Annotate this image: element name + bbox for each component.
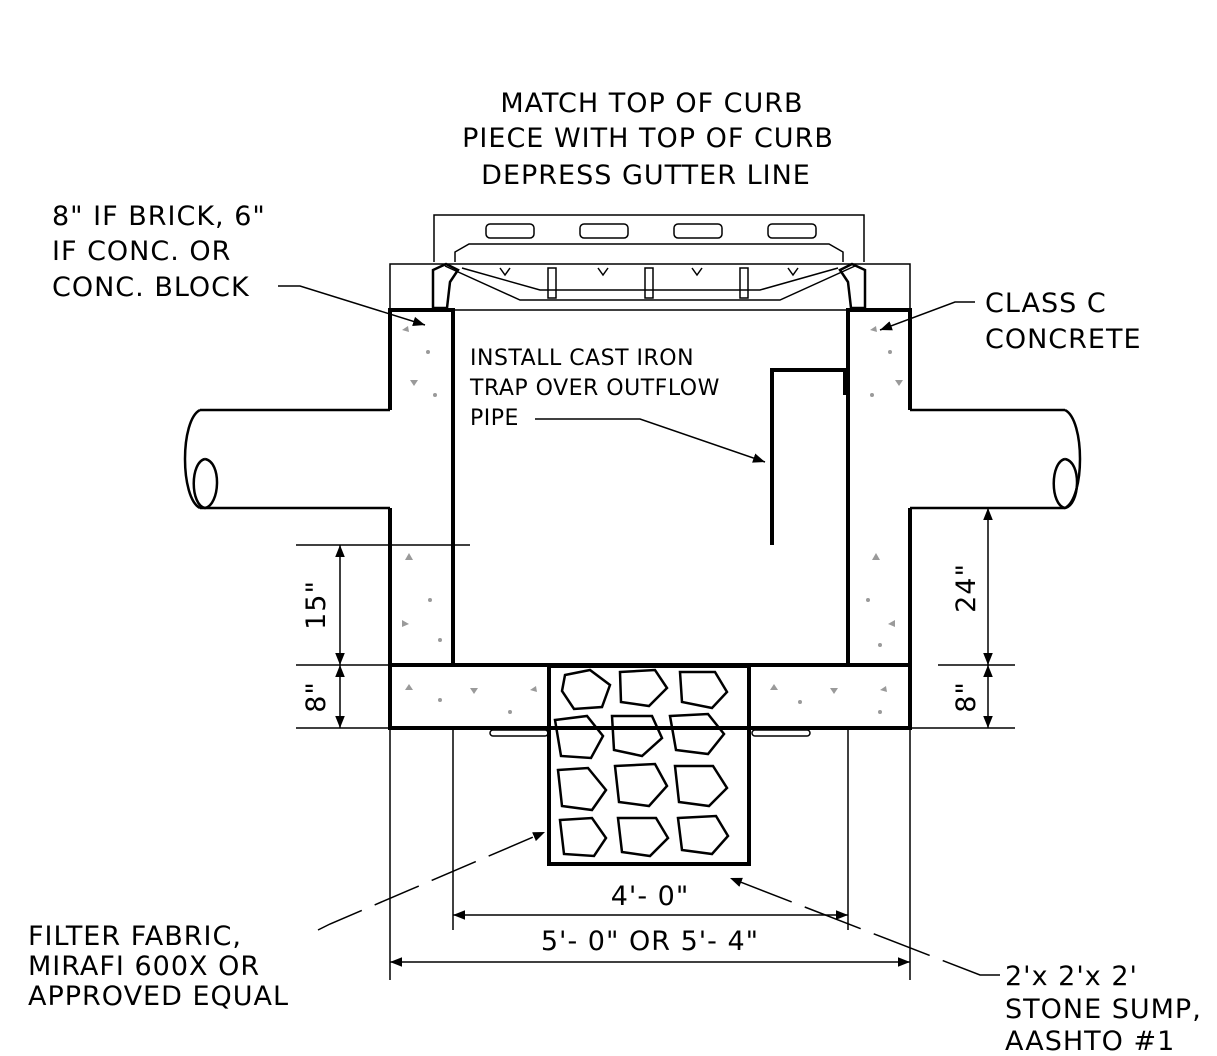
concrete-note-line-2: CONCRETE — [985, 324, 1142, 355]
leader-lines — [278, 285, 1000, 976]
sump-note-line-2: STONE SUMP, — [1005, 994, 1202, 1025]
dim-outer-width: 5'- 0" OR 5'- 4" — [541, 926, 759, 957]
trap-note-line-3: PIPE — [470, 406, 519, 431]
wall-note: 8" IF BRICK, 6" IF CONC. OR CONC. BLOCK — [52, 201, 266, 303]
left-wall — [388, 308, 455, 665]
fabric-note-line-2: MIRAFI 600X OR — [28, 951, 260, 982]
base-slab — [388, 663, 912, 730]
dim-left-15in: 15" — [301, 580, 332, 630]
left-dimensions — [296, 544, 470, 729]
bottom-dimensions — [389, 728, 911, 980]
top-note-line-2: PIECE WITH TOP OF CURB — [462, 123, 834, 154]
dim-right-8in: 8" — [951, 681, 982, 713]
top-note-line-1: MATCH TOP OF CURB — [500, 88, 803, 119]
dim-right-24in: 24" — [951, 563, 982, 613]
grate-frame — [389, 214, 911, 311]
fabric-note: FILTER FABRIC, MIRAFI 600X OR APPROVED E… — [28, 921, 289, 1012]
sump-note-line-3: AASHTO #1 — [1005, 1026, 1175, 1056]
stone-sump — [489, 664, 811, 866]
cast-iron-trap — [770, 368, 848, 545]
inlet-pipe — [183, 408, 390, 510]
top-note-line-3: DEPRESS GUTTER LINE — [481, 160, 811, 191]
concrete-note-line-1: CLASS C — [985, 288, 1107, 319]
right-dimensions — [910, 507, 1015, 729]
fabric-note-line-1: FILTER FABRIC, — [28, 921, 242, 952]
wall-note-line-1: 8" IF BRICK, 6" — [52, 201, 266, 232]
fabric-note-line-3: APPROVED EQUAL — [28, 981, 289, 1012]
sump-note-line-1: 2'x 2'x 2' — [1005, 961, 1138, 992]
concrete-note: CLASS C CONCRETE — [985, 288, 1142, 355]
outlet-pipe — [910, 408, 1082, 510]
top-note: MATCH TOP OF CURB PIECE WITH TOP OF CURB… — [462, 88, 834, 191]
right-wall — [846, 308, 912, 665]
wall-note-line-2: IF CONC. OR — [52, 236, 231, 267]
trap-note-line-2: TRAP OVER OUTFLOW — [469, 376, 720, 401]
dim-left-8in: 8" — [301, 681, 332, 713]
trap-note: INSTALL CAST IRON TRAP OVER OUTFLOW PIPE — [469, 346, 720, 431]
dim-inner-width: 4'- 0" — [611, 881, 690, 912]
concrete-texture — [402, 326, 903, 714]
sump-note: 2'x 2'x 2' STONE SUMP, AASHTO #1 — [1005, 961, 1202, 1056]
wall-note-line-3: CONC. BLOCK — [52, 272, 250, 303]
trap-note-line-1: INSTALL CAST IRON — [470, 346, 694, 371]
